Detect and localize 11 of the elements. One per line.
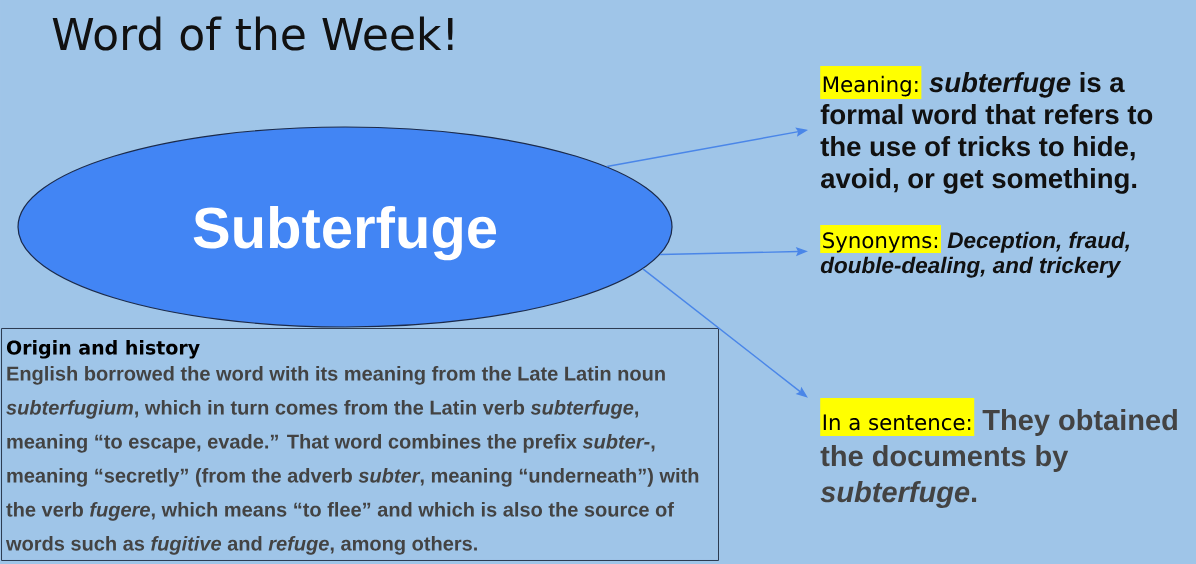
arrow (642, 268, 808, 398)
node-label: They obtained (982, 408, 1177, 437)
node-label: the documents by (820, 444, 1069, 473)
paragraph: English borrowed the word with its meaning from the Late Latin noun subterfugium, which in turn comes from the Latin verb subterfuge, meaning “to escape, evade.” That word combines the prefix subter-, meaning “secretly” (from the adverb subter, meaning “underneath”) with the verb fugere, which means “to flee” and which is also the source of words such as fugitive and refuge, among others. (5, 366, 699, 555)
origin-box (1, 328, 719, 561)
definition-text: Meaning: subterfuge is a formal word that refers to the use of tricks to hide, avoid, or get something. (820, 66, 1153, 194)
synonyms-text: Synonyms: Deception, fraud, double-dealing, and trickery (820, 225, 1130, 278)
example-sentence: In a sentence: They obtained the documents by subterfuge. (820, 398, 1177, 508)
node-label: subterfuge. (820, 480, 977, 509)
box-heading: Origin and history (6, 340, 200, 359)
slide-title: Word of the Week! (52, 16, 453, 51)
